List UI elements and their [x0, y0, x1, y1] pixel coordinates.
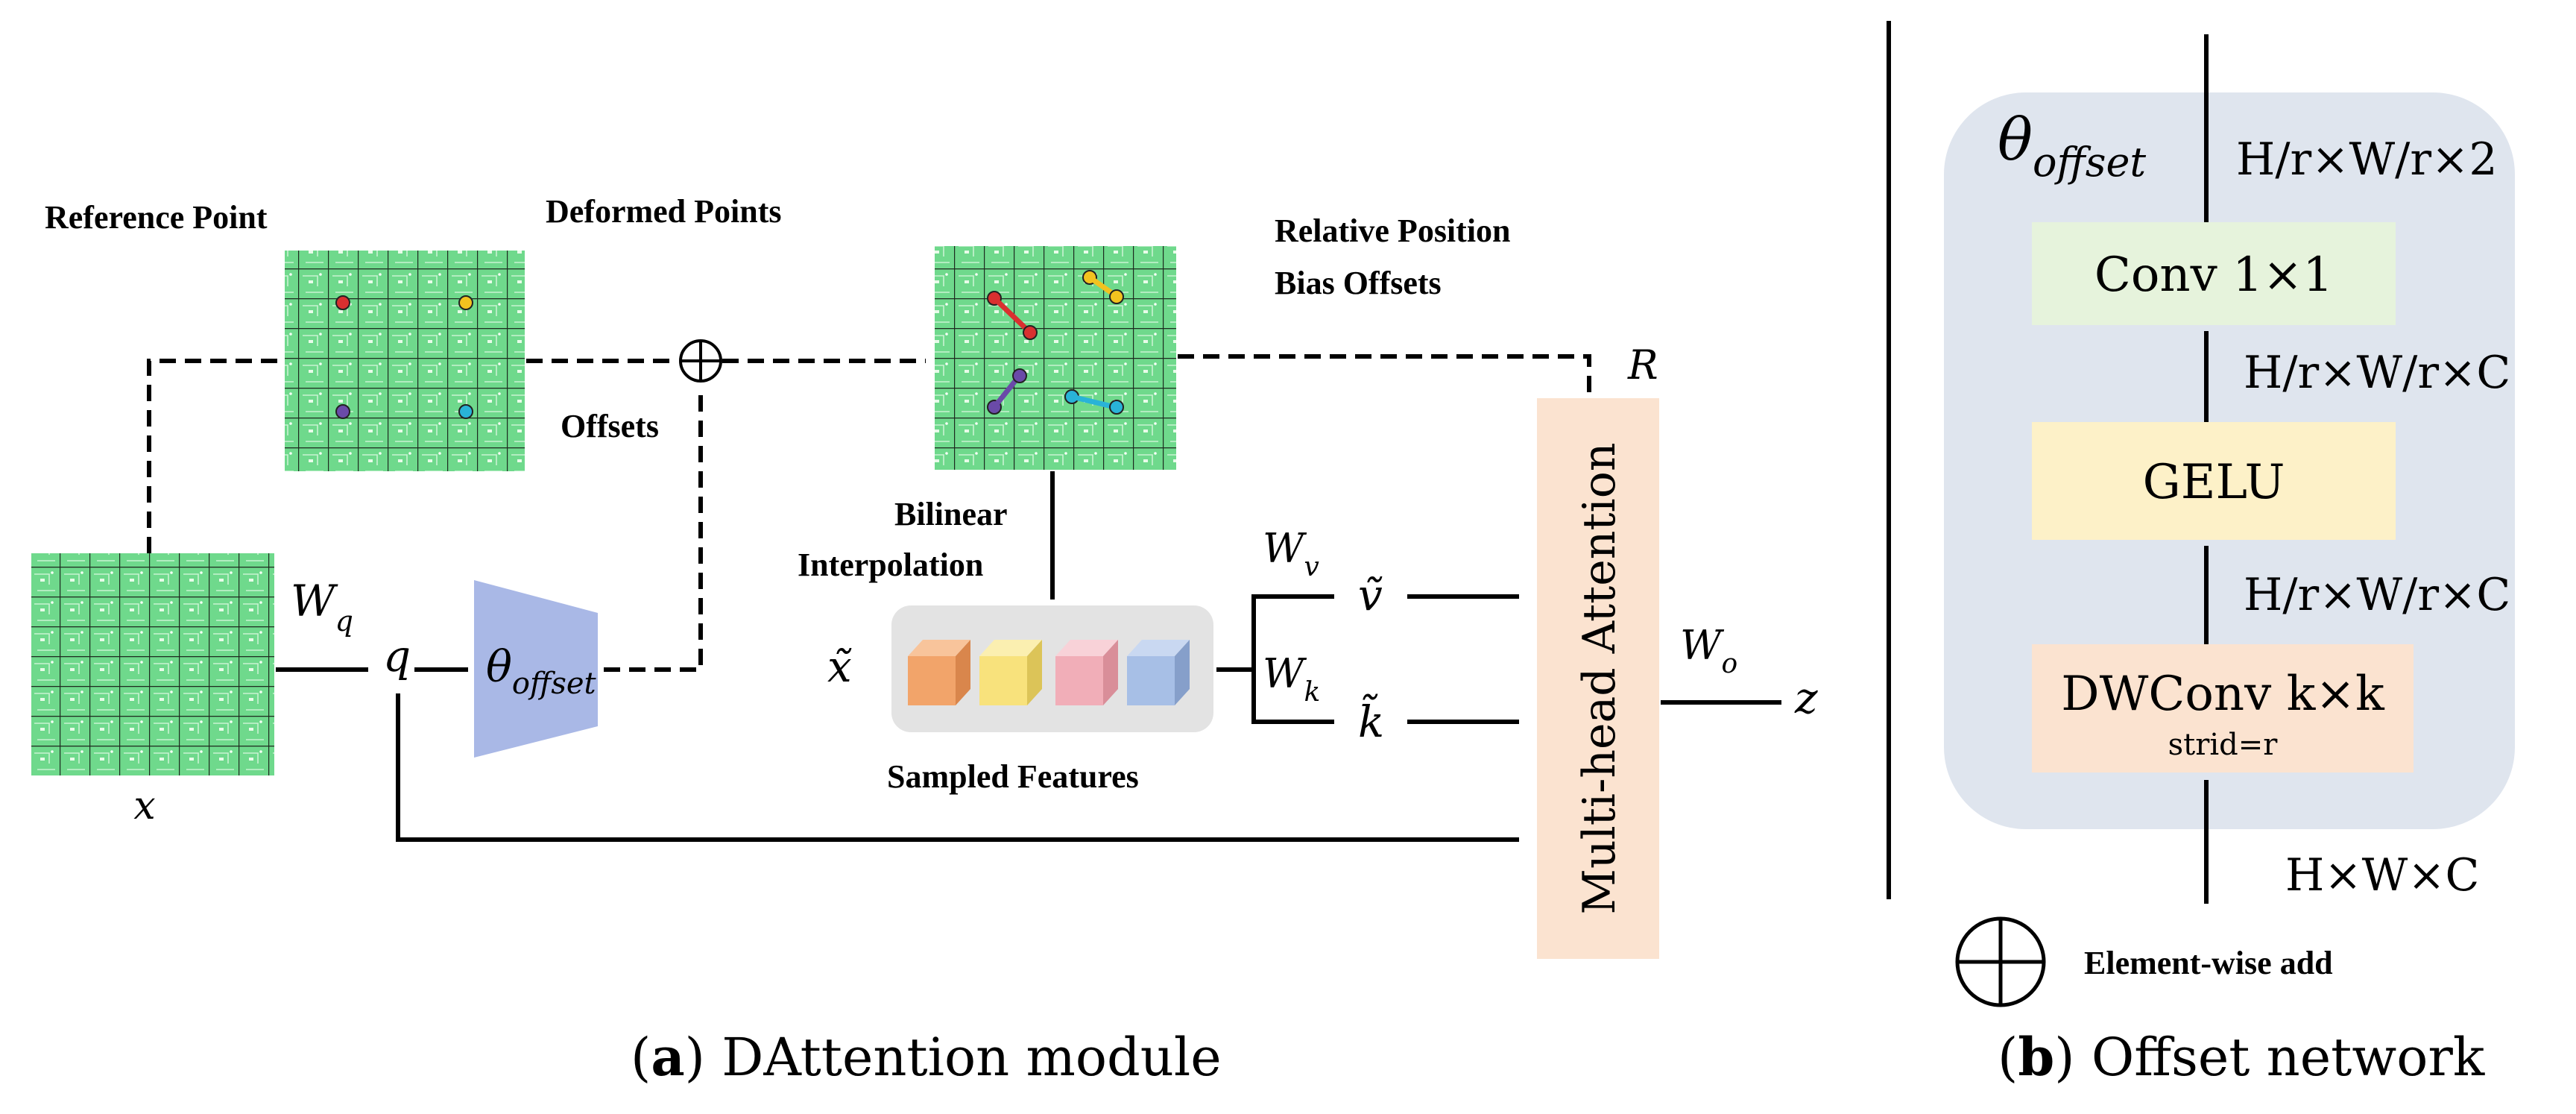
element-wise-add-symbol — [679, 339, 722, 383]
element-wise-add-legend-label: Element-wise add — [2084, 945, 2333, 981]
dashed-arrow-x-to-reference — [147, 359, 277, 553]
z-label: z — [1794, 673, 1818, 723]
wk-label: Wk — [1263, 650, 1320, 708]
dim-after-dwconv-label: H/r×W/r×C — [2244, 569, 2510, 621]
element-wise-add-legend-icon — [1955, 916, 2046, 1007]
deformed-offset-arrows — [987, 270, 1124, 415]
r-label: R — [1627, 342, 1658, 388]
dashed-arrow-offsets-to-add — [604, 388, 703, 672]
input-feature-map — [31, 553, 274, 775]
arrow-q-to-attention — [396, 693, 1519, 842]
caption-a: (a) DAttention module — [631, 1026, 1222, 1088]
output-dim-label: H/r×W/r×2 — [2236, 133, 2498, 186]
reference-point-cyan — [458, 404, 473, 419]
conv-1x1-block — [2032, 222, 2396, 325]
sampled-features-label: Sampled Features — [887, 758, 1139, 795]
multi-head-attention-label: Multi-head Attention — [1573, 443, 1626, 915]
gelu-label: GELU — [2143, 455, 2285, 510]
reference-point-red — [335, 295, 350, 310]
deformed-points-label: Deformed Points — [546, 193, 782, 230]
multi-head-attention-block — [1537, 398, 1659, 959]
v-tilde-label: ṽ — [1358, 570, 1383, 620]
bilinear-label-line1: Bilinear — [894, 496, 1008, 532]
relative-position-label-line1: Relative Position — [1275, 213, 1511, 249]
k-tilde-label: k̃ — [1358, 693, 1384, 747]
arrow-to-v-tilde — [1216, 594, 1334, 672]
sampled-feature-cubes — [908, 640, 1190, 705]
gelu-block — [2032, 422, 2396, 540]
offset-network-block — [474, 580, 598, 758]
dim-after-gelu-label: H/r×W/r×C — [2244, 347, 2510, 399]
reference-point-yellow — [458, 295, 473, 310]
arrow-to-k-tilde — [1251, 670, 1334, 724]
x-tilde-label: x̃ — [827, 641, 852, 692]
x-label: x — [133, 784, 155, 828]
relative-position-label-line2: Bias Offsets — [1275, 265, 1442, 301]
dwconv-stride-label: strid=r — [2168, 728, 2279, 762]
reference-point-purple — [335, 404, 350, 419]
wv-label: Wv — [1263, 525, 1319, 582]
dwconv-block — [2032, 644, 2414, 772]
reference-point-map — [285, 251, 525, 471]
caption-b: (b) Offset network — [1998, 1026, 2485, 1088]
panel-b: θoffset H/r×W/r×2 Conv 1×1 H/r×W/r×C GEL… — [1944, 34, 2515, 1088]
offsets-label: Offsets — [561, 408, 659, 444]
dashed-arrow-deformed-to-attention — [1178, 354, 1591, 395]
reference-point-label: Reference Point — [45, 199, 268, 236]
deformed-points-map — [935, 246, 1176, 470]
panel-a: x Reference Point Deformed Points Offset… — [31, 193, 1818, 1088]
dwconv-label: DWConv k×k — [2061, 667, 2385, 722]
input-dim-label: H×W×C — [2285, 849, 2479, 901]
wq-label: Wq — [291, 576, 353, 638]
wo-label: Wo — [1680, 622, 1737, 679]
offset-network-label: θoffset — [486, 641, 597, 701]
offset-network-title: θoffset — [1998, 107, 2146, 186]
bilinear-label-line2: Interpolation — [798, 547, 983, 583]
q-label: q — [383, 631, 411, 682]
conv-1x1-label: Conv 1×1 — [2094, 248, 2333, 303]
